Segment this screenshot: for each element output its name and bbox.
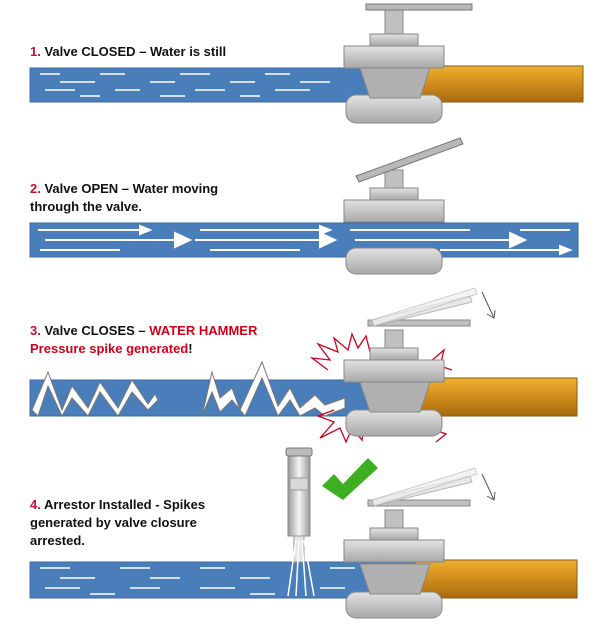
step-3-text: Valve CLOSES – <box>44 323 150 338</box>
arrestor-icon <box>285 447 315 597</box>
motion-arrow-icon <box>481 291 496 319</box>
copper-pipe-1 <box>414 65 584 103</box>
valve-4 <box>343 467 478 619</box>
step-4-text-line3: arrested. <box>30 533 85 548</box>
step-1-text: Valve CLOSED – Water is still <box>44 44 227 59</box>
step-4-text-line2: generated by valve closure <box>30 515 197 530</box>
panel-2 <box>29 137 579 275</box>
copper-pipe-3 <box>414 377 578 417</box>
panel-3 <box>29 287 578 444</box>
step-4-number: 4. <box>30 497 41 512</box>
valve-2-open <box>343 137 464 275</box>
copper-pipe-4 <box>414 559 578 599</box>
panel-4 <box>29 447 578 619</box>
step-3-highlight: WATER HAMMER <box>149 323 258 338</box>
pressure-spike-icon <box>31 360 346 418</box>
step-1-number: 1. <box>30 44 41 59</box>
step-3-line2-suffix: ! <box>188 341 193 356</box>
checkmark-icon <box>322 458 378 500</box>
step-3-number: 3. <box>30 323 41 338</box>
step-1-caption: 1. Valve CLOSED – Water is still <box>30 43 226 61</box>
motion-arrow-icon-4 <box>481 473 496 501</box>
step-2-number: 2. <box>30 181 41 196</box>
valve-3 <box>343 287 478 437</box>
step-3-caption: 3. Valve CLOSES – WATER HAMMER Pressure … <box>30 322 257 358</box>
valve-1 <box>343 3 473 124</box>
still-water-lines-4 <box>40 567 355 595</box>
panel-1 <box>29 3 584 124</box>
step-2-text-line2: through the valve. <box>30 199 142 214</box>
flow-arrows-2 <box>38 224 573 256</box>
step-4-text: Arrestor Installed - Spikes <box>43 497 206 512</box>
step-4-caption: 4. Arrestor Installed - Spikes generated… <box>30 496 205 550</box>
step-2-caption: 2. Valve OPEN – Water moving through the… <box>30 180 218 216</box>
step-2-text: Valve OPEN – Water moving <box>44 181 219 196</box>
step-3-line2-highlight: Pressure spike generated <box>30 341 189 356</box>
still-water-lines-1 <box>40 73 330 97</box>
